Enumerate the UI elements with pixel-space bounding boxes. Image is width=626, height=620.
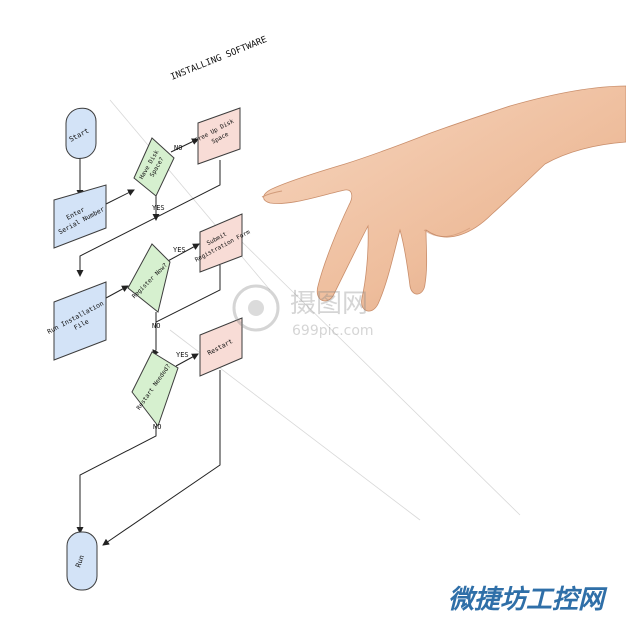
register-yes-label: YES [173, 246, 186, 254]
disk-no-label: NO [174, 144, 182, 152]
start-terminal: Start [65, 107, 97, 159]
edge-labels: NO YES YES NO YES NO [152, 144, 189, 431]
connectors [76, 138, 221, 546]
restart-yes-label: YES [176, 351, 189, 359]
free-disk-space-box: Free Up Disk Space [194, 107, 241, 165]
register-no-label: NO [152, 322, 160, 330]
register-now-decision: Register Now? [127, 243, 171, 313]
pointing-hand-photo [261, 85, 626, 312]
run-terminal: Run [66, 531, 98, 591]
watermark-url: 699pic.com [292, 323, 374, 339]
submit-registration-box: Submit Registration Form [194, 213, 252, 273]
center-watermark: 摄图网 699pic.com [232, 284, 374, 339]
restart-needed-decision: Restart Needed? [131, 351, 179, 428]
disk-yes-label: YES [152, 204, 165, 212]
watermark-logo-text: 摄图网 [290, 289, 368, 319]
run-label: Run [74, 554, 86, 569]
run-installation-box: Run Installation File [46, 281, 107, 361]
diagram-title: INSTALLING SOFTWARE [169, 35, 268, 83]
restart-no-label: NO [153, 423, 161, 431]
camera-logo-icon [232, 284, 280, 332]
restart-box: Restart [199, 317, 243, 377]
corner-watermark: 微捷坊工控网 [448, 585, 608, 615]
disk-space-decision: Have Disk Space? [133, 137, 175, 197]
enter-serial-box: Enter Serial Number [53, 184, 107, 249]
